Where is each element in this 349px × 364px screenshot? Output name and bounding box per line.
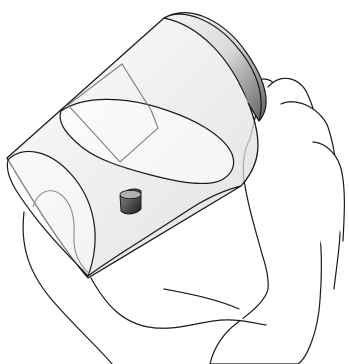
cube-icon — [120, 189, 141, 214]
jar-icon — [7, 18, 258, 278]
